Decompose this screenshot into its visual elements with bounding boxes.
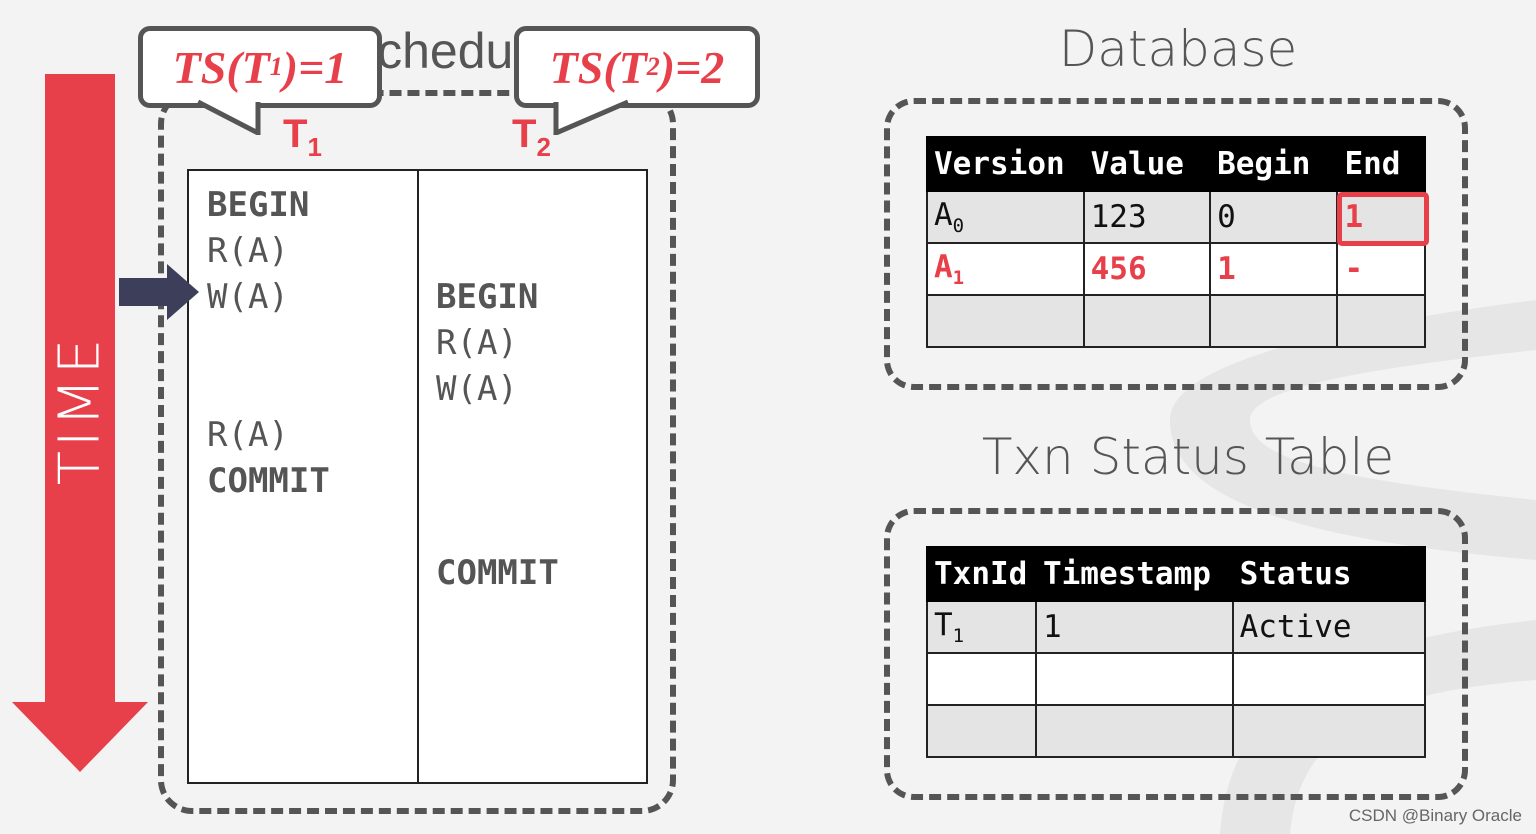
header-version: Version [926,136,1085,192]
current-step-arrow-icon [119,264,199,320]
begin-cell: 1 [1209,242,1339,296]
txnid-cell [926,704,1037,758]
table-row [926,294,1426,348]
header-status: Status [1231,546,1427,602]
status-cell [1231,652,1427,706]
begin-cell: 0 [1209,190,1339,244]
value-cell: 456 [1082,242,1212,296]
watermark: CSDN @Binary Oracle [1348,806,1522,825]
value-cell [1082,294,1212,348]
t1-op-read-2: R(A) [207,415,289,455]
database-table: Version Value Begin End A0 123 0 1 A1 45… [926,136,1426,348]
header-timestamp: Timestamp [1034,546,1234,602]
txn-header-row: TxnId Timestamp Status [926,546,1427,602]
schedule-box [158,90,676,814]
end-cell: - [1336,242,1426,296]
table-row [926,704,1427,758]
t2-op-begin: BEGIN [436,277,539,317]
timestamp-cell [1034,704,1234,758]
schedule-grid [187,169,648,784]
table-row: A1 456 1 - [926,242,1426,296]
status-cell: Active [1231,600,1427,654]
t2-op-write: W(A) [436,369,518,409]
t2-op-read: R(A) [436,323,518,363]
version-cell: A0 [926,190,1085,244]
t1-op-read: R(A) [207,231,289,271]
version-cell: A1 [926,242,1085,296]
header-value: Value [1082,136,1212,192]
database-box [884,98,1468,390]
txn-status-box [884,508,1468,800]
ts1-bubble-tail [196,99,261,135]
txnid-cell [926,652,1037,706]
header-end: End [1336,136,1426,192]
table-row [926,652,1427,706]
txn-status-table: TxnId Timestamp Status T1 1 Active [926,546,1427,758]
database-header-row: Version Value Begin End [926,136,1426,192]
time-arrow [12,74,148,772]
column-divider [417,171,419,782]
t2-op-commit: COMMIT [436,553,559,593]
t1-op-commit: COMMIT [207,461,330,501]
txn-status-title: Txn Status Table [981,428,1395,486]
timestamp-cell: 1 [1034,600,1234,654]
t1-column-header: T1 [283,112,322,162]
end-cell [1336,294,1426,348]
header-begin: Begin [1209,136,1339,192]
value-cell: 123 [1082,190,1212,244]
t2-column-header: T2 [512,112,551,162]
timestamp-cell [1034,652,1234,706]
header-txnid: TxnId [926,546,1037,602]
status-cell [1231,704,1427,758]
t1-op-write: W(A) [207,277,289,317]
database-title: Database [1058,20,1298,78]
t1-op-begin: BEGIN [207,185,310,225]
begin-cell [1209,294,1339,348]
table-row: T1 1 Active [926,600,1427,654]
ts2-bubble-tail [553,99,629,135]
time-label: TIME [47,334,113,486]
txnid-cell: T1 [926,600,1037,654]
version-cell [926,294,1085,348]
table-row: A0 123 0 1 [926,190,1426,244]
end-cell-highlight [1337,192,1429,246]
